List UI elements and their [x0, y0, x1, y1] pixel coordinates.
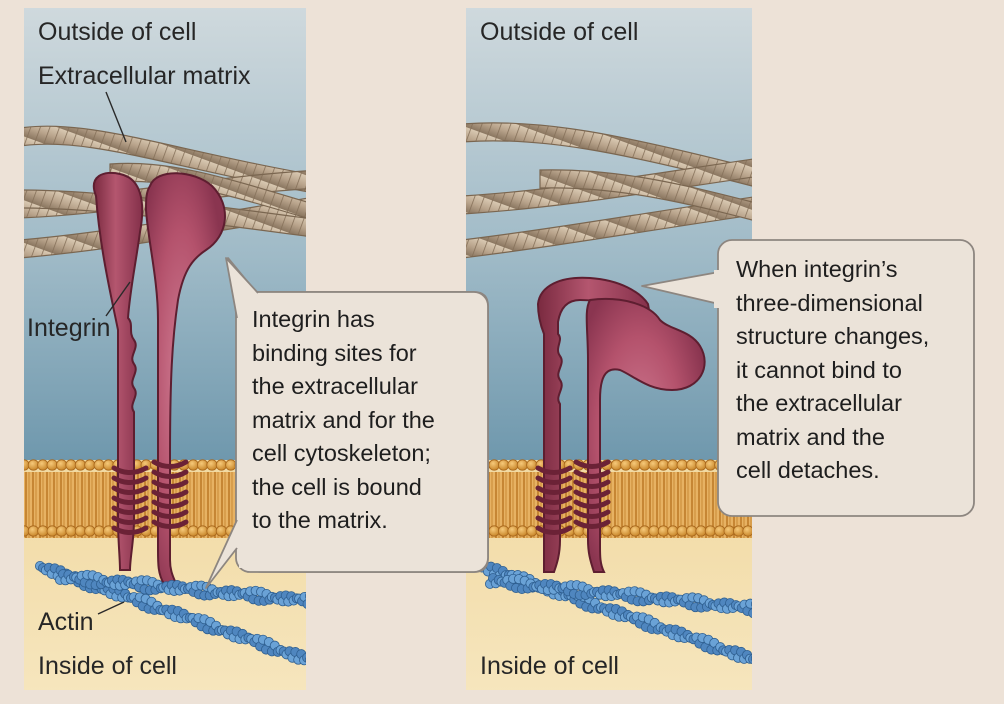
actin-filaments [476, 561, 752, 664]
integrin-bent [536, 276, 706, 573]
right-panel [466, 8, 752, 690]
callout-line: three-dimensional [736, 289, 923, 316]
callout-line: the extracellular [736, 390, 902, 416]
integrin-transmembrane-coils [535, 459, 611, 535]
integrin-label: Integrin [27, 314, 111, 342]
callout-line: Integrin has [252, 306, 375, 332]
callout-line: matrix and the [736, 423, 885, 450]
callout-bubble-right [641, 239, 975, 517]
inside-of-cell-label-right: Inside of cell [480, 652, 619, 680]
callout-bubble-left [205, 257, 489, 589]
outside-of-cell-label-right: Outside of cell [480, 18, 639, 46]
inside-of-cell-label-left: Inside of cell [38, 652, 177, 680]
actin-label: Actin [38, 608, 94, 636]
callout-line: cell detaches. [736, 457, 880, 483]
callout-line: it cannot bind to [736, 356, 902, 383]
callout-line: When integrin’s [736, 256, 898, 282]
callout-line: the extracellular [252, 373, 418, 399]
callout-line: binding sites for [252, 339, 417, 366]
callout-line: structure changes, [736, 323, 930, 349]
actin-filaments [35, 561, 306, 666]
outside-of-cell-label-left: Outside of cell [38, 18, 197, 46]
integrin-transmembrane-coils [111, 459, 189, 535]
callout-text-left: Integrin has binding sites for the extra… [252, 303, 435, 538]
callout-line: the cell is bound [252, 473, 422, 500]
callout-line: matrix and for the [252, 406, 435, 433]
callout-text-right: When integrin’s three-dimensional struct… [736, 253, 929, 488]
leader-lines [97, 91, 131, 615]
left-panel [24, 8, 306, 690]
extracellular-matrix-label: Extracellular matrix [38, 62, 251, 90]
callout-line: to the matrix. [252, 507, 388, 533]
extracellular-matrix-fibers [466, 122, 752, 259]
callout-line: cell cytoskeleton; [252, 440, 431, 466]
